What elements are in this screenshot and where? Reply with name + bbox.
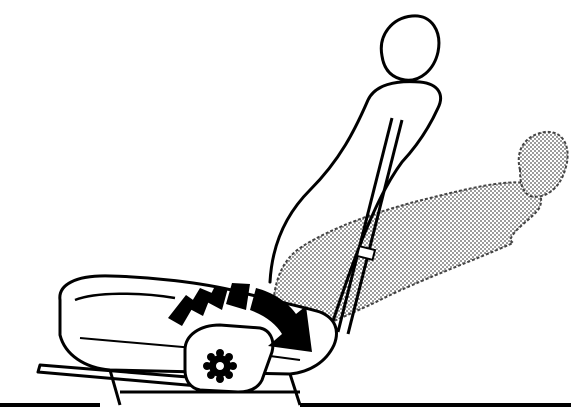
headrest — [381, 16, 439, 80]
reclined-headrest-dotted — [519, 132, 568, 197]
